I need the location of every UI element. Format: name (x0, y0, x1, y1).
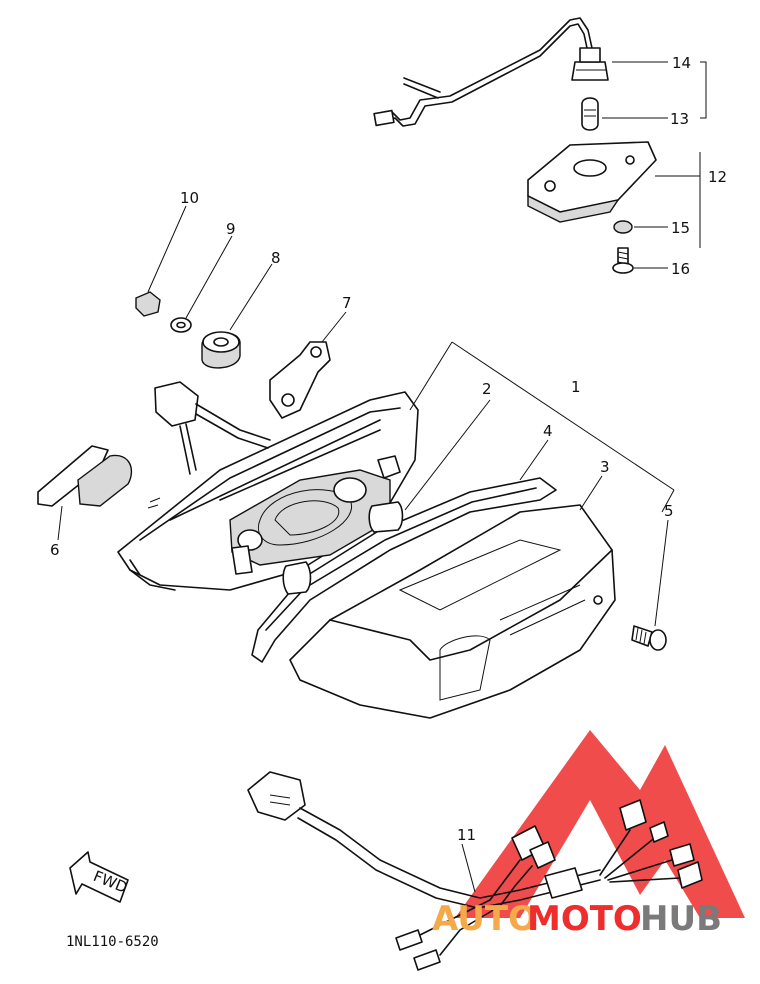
callout-3: 3 (600, 458, 610, 476)
callout-9: 9 (226, 220, 236, 238)
wire-harness-11 (247, 771, 703, 971)
callout-7: 7 (342, 294, 352, 312)
assembly-leader-lines (404, 341, 675, 513)
callout-4: 4 (543, 422, 553, 440)
callout-12: 12 (708, 168, 727, 186)
license-light-assembly (373, 17, 657, 274)
callout-10: 10 (180, 189, 199, 207)
watermark-moto: MOTO (527, 899, 642, 939)
callout-5: 5 (664, 502, 674, 520)
spacer-parts (135, 205, 273, 369)
watermark-text: AUTO MOTO HUB (432, 899, 722, 939)
callout-11: 11 (457, 826, 476, 844)
callout-15: 15 (671, 219, 690, 237)
screw-5 (631, 519, 669, 651)
lens-3 (289, 504, 616, 719)
drawing-code: 1NL110-6520 (66, 934, 159, 950)
reflector-plate-6 (37, 445, 133, 541)
callout-2: 2 (482, 380, 492, 398)
bracket-7 (269, 311, 347, 419)
bulbs (282, 501, 404, 595)
tail-light-base (117, 381, 419, 591)
callout-1: 1 (571, 378, 581, 396)
watermark-auto: AUTO (432, 899, 537, 939)
callout-labels: 1 2 3 4 5 6 7 8 9 10 11 12 13 14 15 16 (50, 54, 727, 844)
forward-direction-arrow-icon: FWD (69, 851, 130, 903)
callout-14: 14 (672, 54, 691, 72)
watermark-hub: HUB (640, 899, 722, 939)
right-leader-lines (602, 61, 707, 269)
callout-16: 16 (671, 260, 690, 278)
callout-13: 13 (670, 110, 689, 128)
callout-6: 6 (50, 541, 60, 559)
callout-8: 8 (271, 249, 281, 267)
